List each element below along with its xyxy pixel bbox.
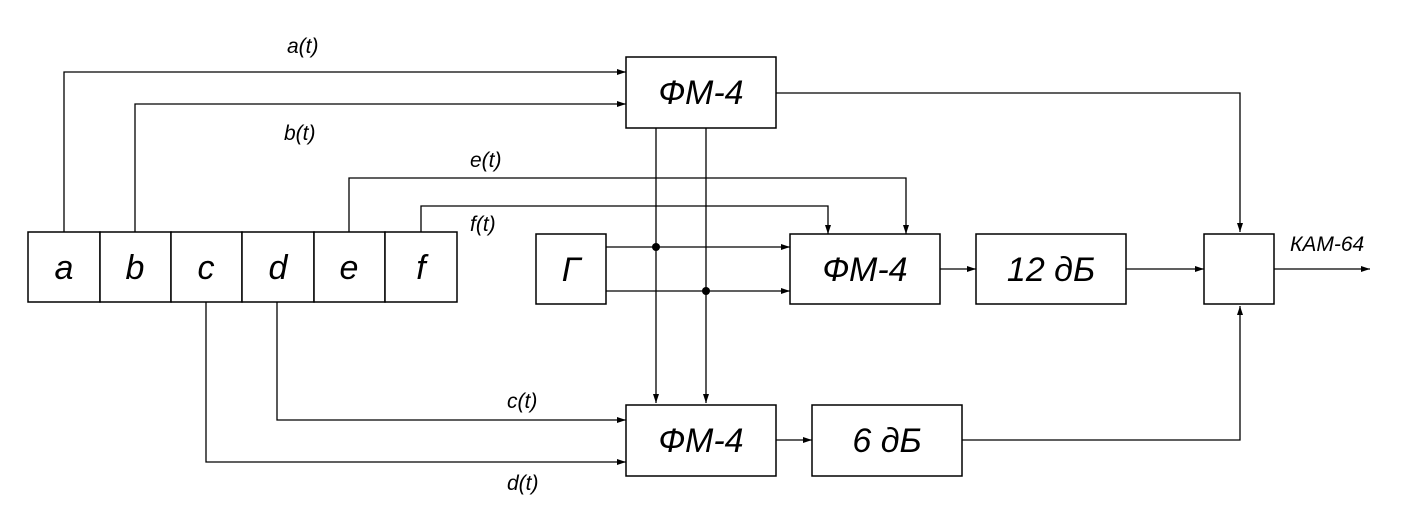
attenuator-12db-block (975, 233, 1127, 305)
signal-label-c: c(t) (507, 390, 537, 413)
signal-label-b: b(t) (284, 122, 316, 145)
junction-dot-upper (652, 243, 660, 251)
wire-d (205, 302, 626, 465)
register-cell-d-label: d (269, 249, 289, 287)
modulator-middle-label: ФМ-4 (822, 251, 907, 289)
summer-block (1203, 233, 1275, 305)
wire-b (134, 101, 626, 232)
shift-register: a b c d e f (27, 231, 458, 303)
register-cell-d (241, 231, 315, 303)
signal-label-e: e(t) (470, 149, 502, 172)
signal-label-f: f(t) (470, 213, 496, 236)
modulator-bottom-label: ФМ-4 (658, 422, 743, 460)
register-cell-e (313, 231, 386, 303)
modulator-top-label: ФМ-4 (658, 74, 743, 112)
wire-6db-to-summer (962, 306, 1243, 441)
output-label: КАМ-64 (1290, 233, 1364, 256)
modulator-bottom-block (625, 404, 777, 477)
attenuator-12db-label: 12 дБ (1007, 251, 1095, 289)
wire-c (276, 302, 626, 423)
register-cell-a-label: a (55, 249, 74, 287)
register-cell-c-label: c (198, 249, 215, 287)
register-cell-c (170, 231, 243, 303)
register-cell-b (99, 231, 172, 303)
attenuator-6db-block (811, 404, 963, 477)
register-cell-b-label: b (126, 249, 145, 287)
register-cell-f (384, 231, 458, 303)
register-cell-e-label: e (340, 249, 359, 287)
wire-top-fm-to-summer (776, 92, 1243, 232)
junction-dot-lower (702, 287, 710, 295)
wire-a (63, 69, 626, 232)
generator-label: Г (562, 251, 583, 289)
wire-f (420, 205, 831, 234)
modulator-middle-block (789, 233, 941, 305)
generator-block (535, 233, 607, 305)
signal-label-a: a(t) (287, 35, 319, 58)
wire-e (348, 177, 909, 234)
modulator-top-block (625, 56, 777, 129)
signal-label-d: d(t) (507, 472, 539, 495)
attenuator-6db-label: 6 дБ (852, 422, 921, 460)
